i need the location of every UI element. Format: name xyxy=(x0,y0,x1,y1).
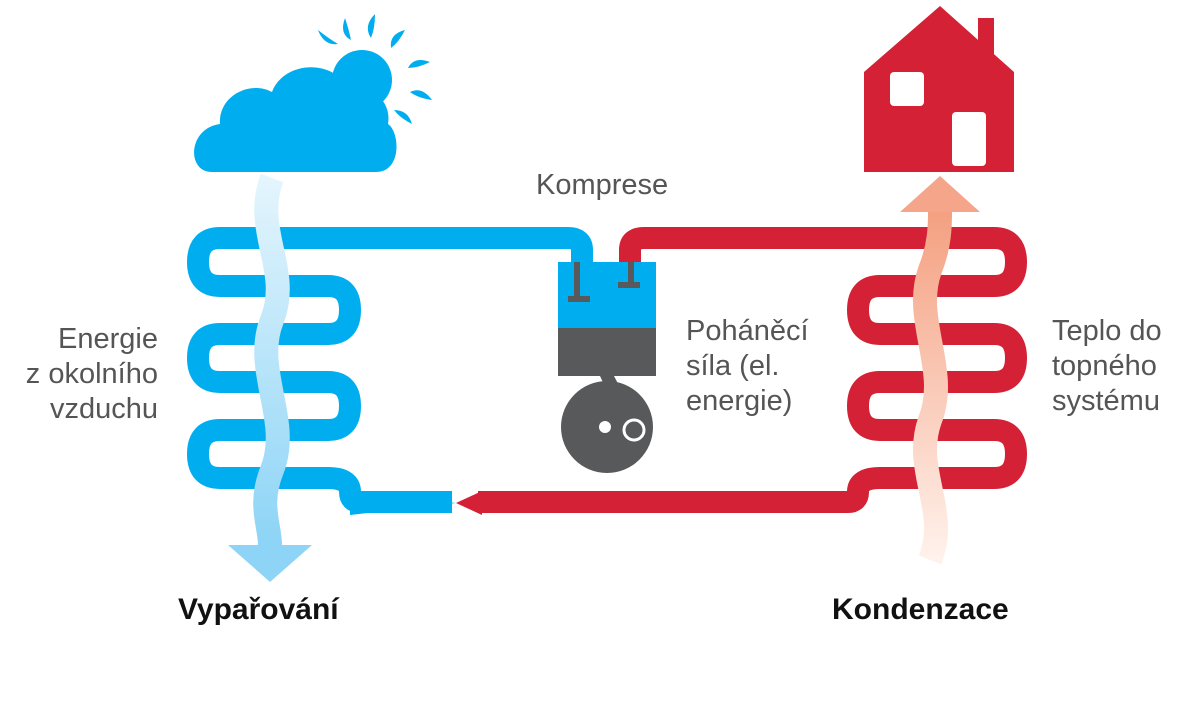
hot-coil-loop xyxy=(478,227,1028,513)
cold-coil-loop xyxy=(186,227,593,513)
expansion-valve-hot xyxy=(456,491,482,515)
expansion-valve xyxy=(350,491,456,515)
heat-arrow xyxy=(900,176,980,565)
ambient-energy-label: Energie z okolního vzduchu xyxy=(25,323,158,425)
compression-label: Komprese xyxy=(536,169,669,201)
compressor-icon xyxy=(558,262,656,473)
evaporation-label: Vypařování xyxy=(178,593,339,626)
condensation-label: Kondenzace xyxy=(832,593,1009,626)
cloud-icon xyxy=(194,67,397,172)
cold-air-arrow xyxy=(228,173,312,582)
drive-power-label: Poháněcí síla (el. energie) xyxy=(686,315,809,417)
cloud-sun-icon xyxy=(194,14,432,172)
house-icon xyxy=(864,6,1014,172)
heat-output-label: Teplo do topného systému xyxy=(1052,315,1162,417)
